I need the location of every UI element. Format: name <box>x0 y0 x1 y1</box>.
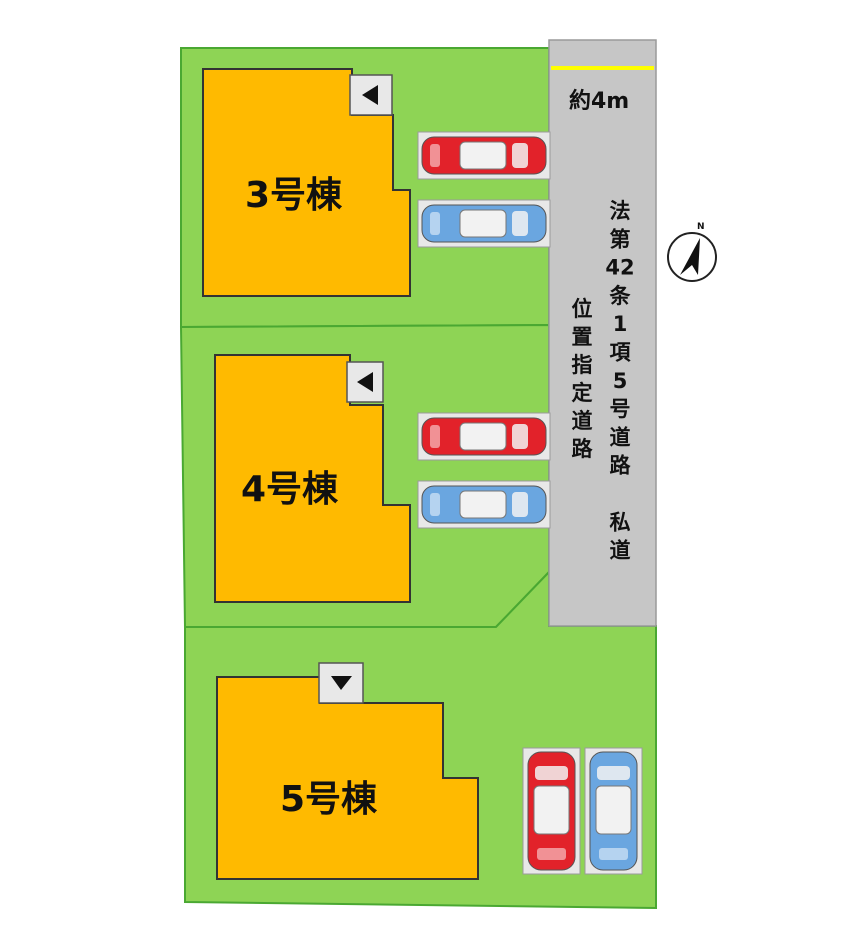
road-text-char: 道 <box>572 409 593 433</box>
arrow-down-icon <box>331 676 352 690</box>
road-text-char: 項 <box>610 341 632 365</box>
private-road <box>548 39 657 627</box>
north-compass-icon: N <box>667 222 717 282</box>
road-text-char: 位 <box>572 297 593 321</box>
arrow-left-icon <box>357 372 373 392</box>
road-text-char: 条 <box>610 284 632 308</box>
car-lot-4-2 <box>417 480 551 529</box>
building-5 <box>216 676 479 880</box>
road-text-char: 号 <box>610 397 631 421</box>
road-text-char: 指 <box>572 353 593 377</box>
building-label-5: 5号棟 <box>280 779 378 820</box>
road-text-char: 路 <box>610 454 632 478</box>
road-text-char: 定 <box>572 381 593 405</box>
road-text-char: 私 <box>610 510 631 534</box>
arrow-left-icon <box>362 85 378 105</box>
road-text-char: 置 <box>572 325 593 349</box>
road-width-label: 約4m <box>569 88 629 114</box>
entrance-marker-4 <box>346 361 384 403</box>
car-lot-4-1 <box>417 412 551 461</box>
road-text-char: 1 <box>613 312 628 336</box>
road-text-char: 第 <box>610 227 631 251</box>
car-lot-3-1 <box>417 131 551 180</box>
road-text-char: 道 <box>610 539 631 563</box>
north-label: N <box>697 222 705 232</box>
entrance-marker-5 <box>318 662 364 704</box>
road-text-char: 法 <box>610 199 631 223</box>
road-text-char: 道 <box>610 425 631 449</box>
building-label-4: 4号棟 <box>241 469 339 510</box>
car-lot-5-2 <box>584 747 643 875</box>
road-text-char: 5 <box>613 369 628 393</box>
road-text-char: 42 <box>605 256 634 280</box>
car-lot-5-1 <box>522 747 581 875</box>
parking-cars <box>417 131 643 875</box>
car-lot-3-2 <box>417 199 551 248</box>
road-text-char: 路 <box>572 437 594 461</box>
entrance-marker-3 <box>349 74 393 116</box>
building-label-3: 3号棟 <box>245 175 343 216</box>
